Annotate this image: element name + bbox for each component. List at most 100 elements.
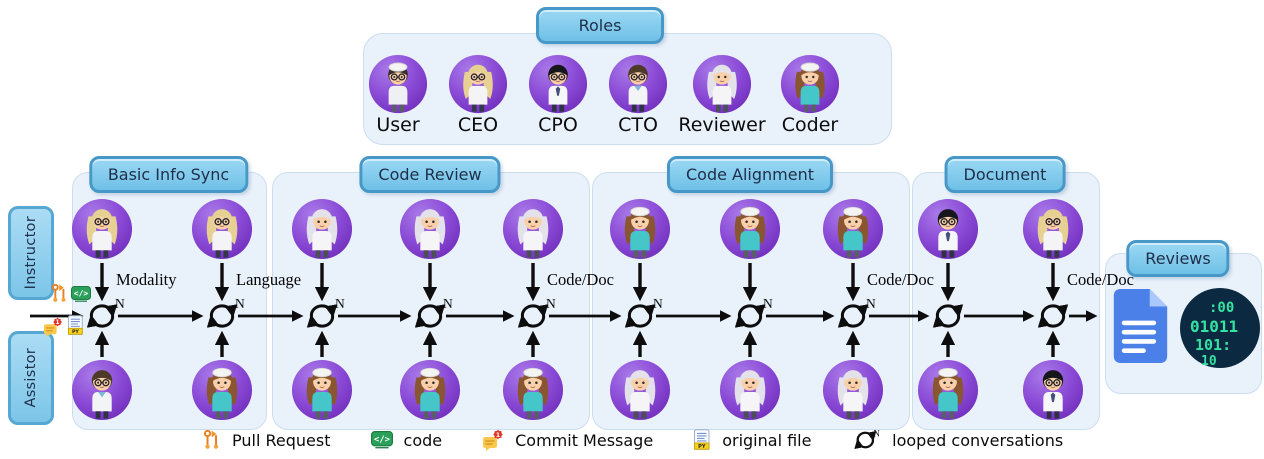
legend-icon-wrap: N [851, 429, 881, 451]
assistant-agent-avatar [609, 359, 671, 421]
role-name-label: CPO [538, 114, 578, 136]
coder-avatar-icon [609, 198, 671, 260]
pull-request-icon [51, 283, 66, 302]
binary-line: :00 [1209, 300, 1234, 316]
ceo-avatar-icon [1022, 198, 1084, 260]
role-name-label: CTO [618, 114, 658, 136]
reviewer-avatar-icon [399, 198, 461, 260]
instructor-agent-avatar [399, 198, 461, 260]
pull-request-icon [203, 429, 219, 449]
input-pull-request-icon [51, 283, 68, 304]
code-icon: </> [71, 286, 91, 302]
coder-avatar-icon [191, 359, 253, 421]
coder-avatar-icon [917, 359, 979, 421]
roles-panel-title: Roles [536, 7, 664, 44]
instructor-side-label: Instructor [8, 206, 54, 300]
role-name-label: Reviewer [678, 114, 766, 136]
instructor-agent-avatar [917, 198, 979, 260]
instructor-label-text: Instructor [23, 216, 39, 290]
loop-superscript: N [874, 429, 881, 439]
binary-circle-icon-wrap: :00 01011 101: 10 [1179, 287, 1261, 369]
reviewer-avatar-icon [692, 54, 752, 114]
legend-label: Pull Request [232, 430, 331, 450]
reviewer-avatar-icon [502, 198, 564, 260]
assistant-agent-avatar [917, 359, 979, 421]
legend-item: </> code [370, 430, 443, 450]
coder-avatar-icon [399, 359, 461, 421]
commit-message-icon: 1 [483, 429, 503, 451]
legend-icon-wrap: 1 [482, 429, 504, 451]
legend-label: original file [722, 430, 812, 450]
coder-avatar-icon [502, 359, 564, 421]
arrow-label: Code/Doc [867, 270, 934, 289]
input-commit-message-icon: 1 [43, 317, 63, 337]
role-avatar [608, 54, 668, 114]
role-avatar [780, 54, 840, 114]
instructor-agent-avatar [71, 198, 133, 260]
legend-icon-wrap [203, 429, 221, 451]
instructor-agent-avatar [291, 198, 353, 260]
legend-item: N looped conversations [851, 429, 1063, 451]
binary-line: 101: [1195, 336, 1231, 354]
document-icon-wrap [1112, 288, 1170, 364]
legend-item: 1 Commit Message [482, 429, 653, 451]
role-name-label: User [376, 114, 420, 136]
assistant-agent-avatar [1022, 359, 1084, 421]
role-avatar [368, 54, 428, 114]
ceo-avatar-icon [71, 198, 133, 260]
user-avatar-icon [368, 54, 428, 114]
role-name-label: Coder [781, 114, 839, 136]
legend-icon-wrap: </> [370, 431, 393, 449]
binary-circle-icon: :00 01011 101: 10 [1180, 288, 1260, 369]
phase-title: Code Alignment [666, 156, 834, 193]
arrow-label: Modality [116, 270, 177, 289]
code-icon: </> [370, 431, 393, 449]
assistant-agent-avatar [719, 359, 781, 421]
cpo-avatar-icon [528, 54, 588, 114]
reviewer-avatar-icon [291, 198, 353, 260]
input-original-file-icon: PY [67, 315, 84, 336]
svg-text:</>: </> [374, 435, 390, 445]
instructor-agent-avatar [609, 198, 671, 260]
assistor-label-text: Assistor [23, 348, 39, 408]
role-name-label: CEO [457, 114, 499, 136]
legend-label: code [403, 430, 443, 450]
svg-text:PY: PY [698, 444, 706, 450]
cpo-avatar-icon [917, 198, 979, 260]
document-icon [1113, 289, 1168, 363]
legend-item: PY original file [693, 429, 811, 451]
assistant-agent-avatar [191, 359, 253, 421]
ceo-avatar-icon [191, 198, 253, 260]
assistant-agent-avatar [71, 359, 133, 421]
coder-avatar-icon [291, 359, 353, 421]
svg-text:PY: PY [72, 329, 79, 335]
arrow-label: Language [236, 270, 302, 289]
phase-title: Basic Info Sync [88, 156, 249, 193]
coder-avatar-icon [719, 198, 781, 260]
instructor-agent-avatar [719, 198, 781, 260]
input-code-icon: </> [71, 286, 91, 302]
original-file-icon: PY [694, 429, 710, 450]
assistant-agent-avatar [502, 359, 564, 421]
original-file-icon: PY [67, 315, 83, 335]
svg-text:1: 1 [56, 320, 60, 326]
cto-avatar-icon [71, 359, 133, 421]
phase-title: Document [944, 156, 1066, 193]
role-avatar [448, 54, 508, 114]
phase-title: Code Review [359, 156, 501, 193]
instructor-agent-avatar [822, 198, 884, 260]
reviews-panel-title: Reviews [1126, 240, 1230, 277]
instructor-agent-avatar [502, 198, 564, 260]
legend-item: Pull Request [203, 429, 331, 451]
assistant-agent-avatar [822, 359, 884, 421]
coder-avatar-icon [780, 54, 840, 114]
assistant-agent-avatar [399, 359, 461, 421]
binary-line: 01011 [1190, 317, 1238, 336]
assistor-side-label: Assistor [8, 331, 54, 425]
reviewer-avatar-icon [822, 359, 884, 421]
instructor-agent-avatar [191, 198, 253, 260]
instructor-agent-avatar [1022, 198, 1084, 260]
reviewer-avatar-icon [609, 359, 671, 421]
svg-text:</>: </> [74, 289, 89, 298]
